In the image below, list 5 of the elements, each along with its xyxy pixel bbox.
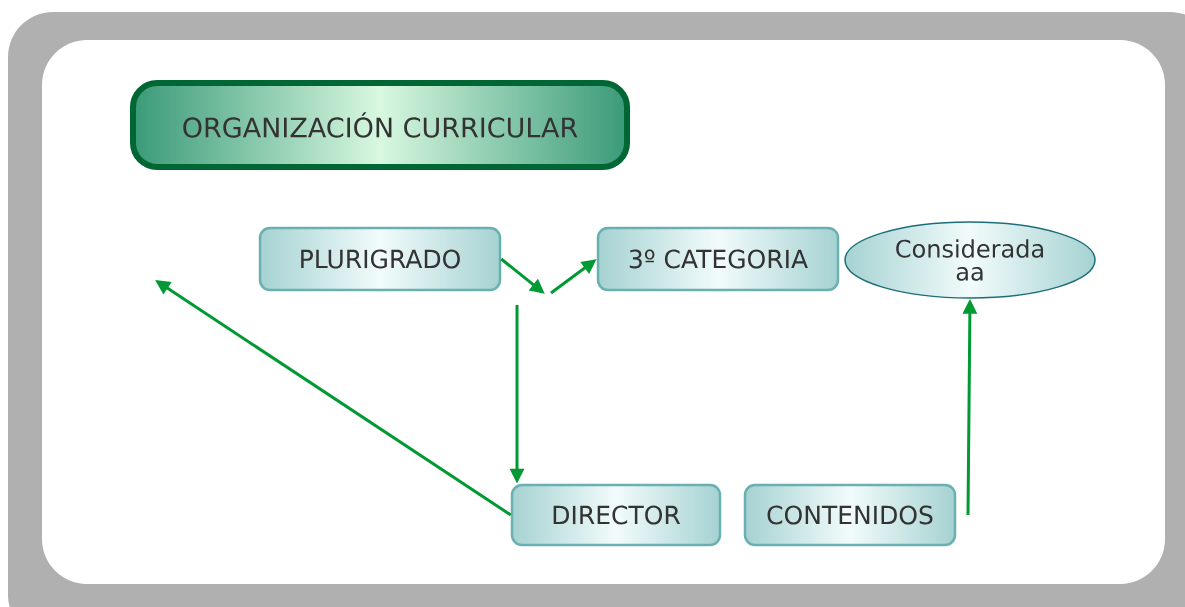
process-box: DIRECTOR [510,483,722,547]
process-box: 3º CATEGORIA [596,226,840,292]
process-box: CONTENIDOS [743,483,957,547]
title-box: ORGANIZACIÓN CURRICULAR [130,80,630,170]
process-box: PLURIGRADO [258,226,502,292]
